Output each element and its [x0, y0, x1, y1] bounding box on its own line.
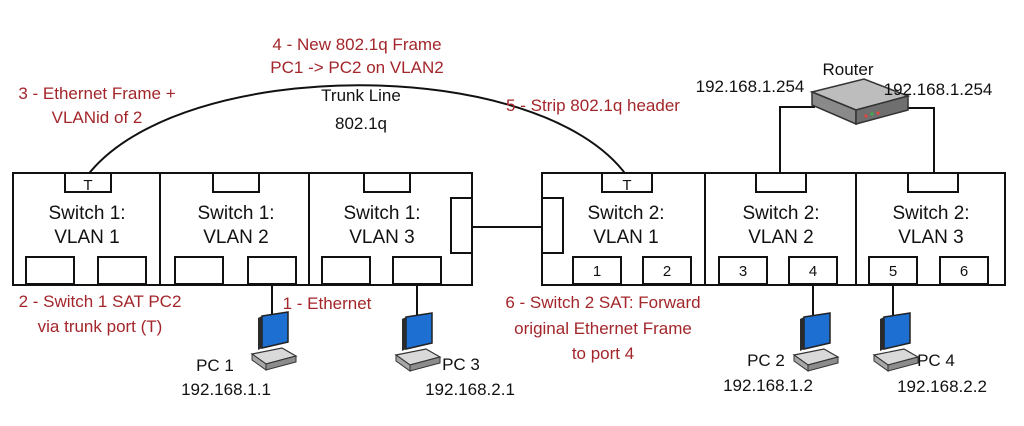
annotation-step1: 1 - Ethernet: [283, 294, 372, 313]
switch-1-vlan1-trunk-port: [64, 172, 112, 193]
annotation-step4-line1: 4 - New 802.1q Frame: [272, 35, 441, 54]
port-number: 6: [960, 263, 968, 280]
port-number: 5: [889, 263, 897, 280]
pc4-computer-icon: [872, 312, 920, 372]
vlan-label: VLAN 1: [593, 227, 658, 248]
router-label: Router: [822, 60, 873, 79]
annotation-step3-line1: 3 - Ethernet Frame +: [18, 84, 175, 103]
switch-1-port: [321, 256, 371, 285]
switch-1-port: [25, 256, 75, 285]
switch-1: [12, 172, 473, 286]
pc2-computer-icon: [792, 312, 840, 372]
router-link-vlan2: [779, 106, 815, 176]
switch-label: Switch 2:: [587, 203, 664, 224]
switch-2-port-6: [939, 256, 989, 285]
switch-2-trunk-port-label: T: [622, 177, 631, 194]
router-ip-right: 192.168.1.254: [884, 80, 993, 99]
pc3-computer-icon: [394, 312, 442, 372]
switch-1-port: [247, 256, 297, 285]
router-link-vlan3: [900, 107, 935, 176]
switch-1-vlan3-uplink-port: [363, 172, 411, 193]
port-number: 2: [663, 263, 671, 280]
switch-label: Switch 1:: [343, 203, 420, 224]
router-icon: [809, 78, 911, 126]
annotation-step3-line2: VLANid of 2: [52, 108, 143, 127]
vlan-label: VLAN 3: [349, 227, 414, 248]
trunk-protocol-label: 802.1q: [335, 114, 387, 133]
switch-label: Switch 2:: [892, 203, 969, 224]
switch-2-vlan1-trunk-port: [601, 172, 653, 193]
switch-2-side-port: [541, 197, 564, 254]
switch-2-port-3: [718, 256, 768, 285]
switch-label: Switch 2:: [742, 203, 819, 224]
annotation-step2-line1: 2 - Switch 1 SAT PC2: [19, 292, 182, 311]
trunk-line-label: Trunk Line: [321, 86, 401, 105]
router-ip-left: 192.168.1.254: [696, 77, 805, 96]
annotation-step5: 5 - Strip 802.1q header: [506, 96, 680, 115]
switch-1-trunk-port-label: T: [83, 177, 92, 194]
pc1-ip: 192.168.1.1: [181, 380, 271, 399]
pc1-name: PC 1: [196, 356, 234, 375]
port-number: 4: [809, 263, 817, 280]
vlan-label: VLAN 1: [54, 227, 119, 248]
switch-1-side-port: [450, 197, 473, 254]
pc4-name: PC 4: [917, 351, 955, 370]
vlan-label: VLAN 2: [203, 227, 268, 248]
vlan-label: VLAN 2: [748, 227, 813, 248]
pc3-ip: 192.168.2.1: [425, 380, 515, 399]
pc2-name: PC 2: [747, 351, 785, 370]
pc3-name: PC 3: [442, 355, 480, 374]
switch-2-port-2: [642, 256, 692, 285]
switch-2-vlan3-uplink-port: [907, 172, 959, 193]
switch-2-vlan2-uplink-port: [755, 172, 807, 193]
switch-2-port-1: [572, 256, 622, 285]
pc1-computer-icon: [250, 311, 298, 371]
pc4-ip: 192.168.2.2: [897, 377, 987, 396]
annotation-step6-line2: original Ethernet Frame: [514, 319, 692, 338]
annotation-step6-line3: to port 4: [572, 344, 634, 363]
switch-2-port-5: [868, 256, 918, 285]
pc2-ip: 192.168.1.2: [723, 376, 813, 395]
switch-2: [541, 172, 1006, 286]
switch-1-port: [392, 256, 442, 285]
trunk-line-arc: [86, 84, 628, 177]
switch-label: Switch 1:: [197, 203, 274, 224]
port-number: 1: [593, 263, 601, 280]
switch-1-port: [97, 256, 147, 285]
switch-label: Switch 1:: [48, 203, 125, 224]
annotation-step2-line2: via trunk port (T): [38, 317, 163, 336]
switch-1-port: [174, 256, 224, 285]
annotation-step4-line2: PC1 -> PC2 on VLAN2: [270, 58, 443, 77]
port-number: 3: [739, 263, 747, 280]
switch-1-vlan2-uplink-port: [212, 172, 260, 193]
annotation-step6-line1: 6 - Switch 2 SAT: Forward: [505, 293, 700, 312]
vlan-label: VLAN 3: [898, 227, 963, 248]
